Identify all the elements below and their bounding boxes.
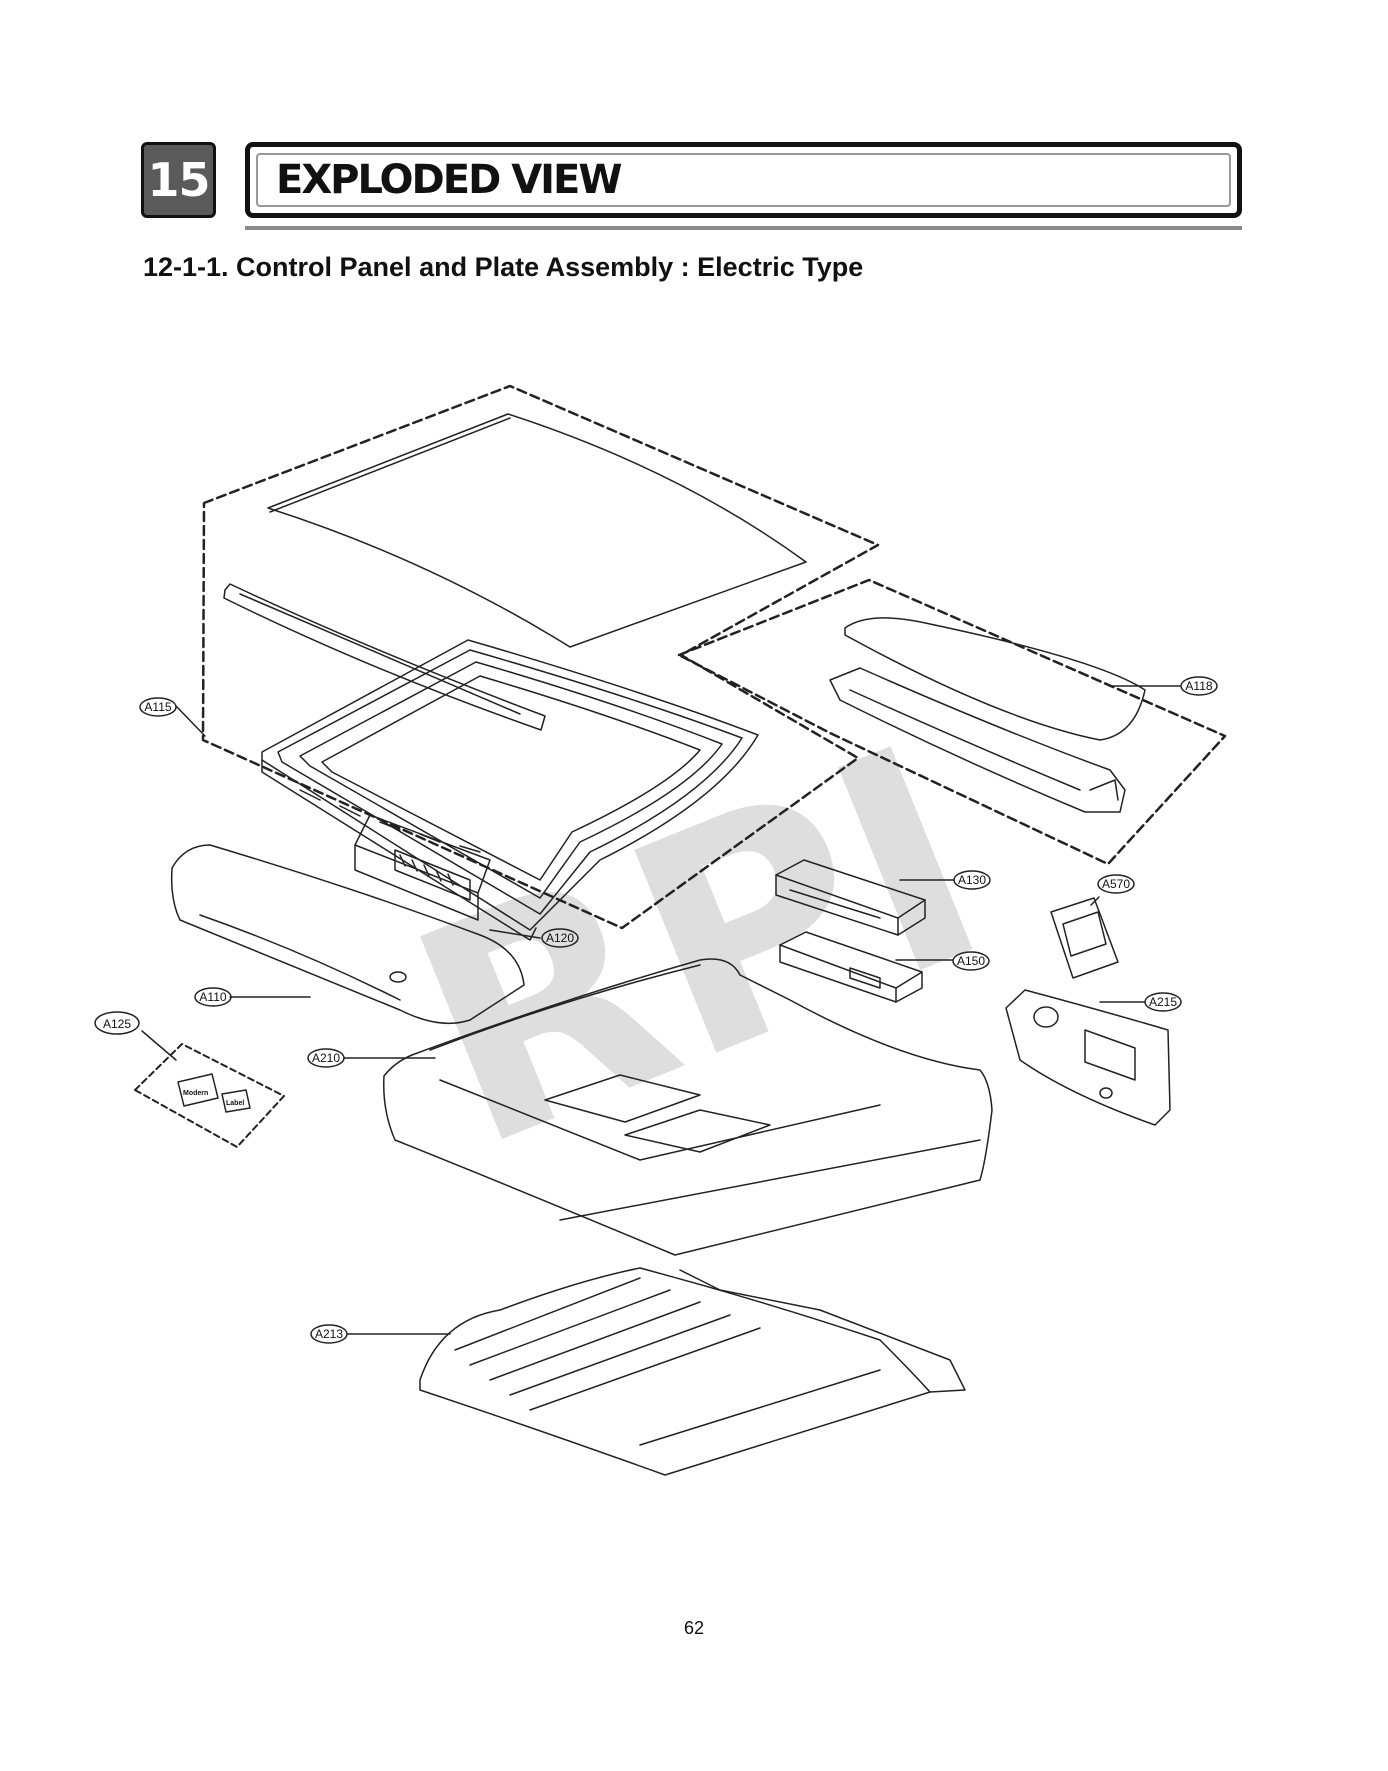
svg-text:A150: A150 <box>957 954 985 968</box>
title-underline <box>245 226 1242 230</box>
lid-handle-part <box>223 583 546 731</box>
svg-text:A118: A118 <box>1185 679 1212 693</box>
svg-text:A213: A213 <box>315 1327 343 1341</box>
a130-housing-part <box>775 859 926 936</box>
pcb-assembly-part <box>354 814 491 921</box>
a215-bracket-part <box>1005 989 1171 1126</box>
plate-assembly-part <box>382 958 993 1256</box>
svg-text:A125: A125 <box>103 1017 131 1031</box>
a570-plate-part <box>1050 897 1119 979</box>
title-box: EXPLODED VIEW <box>245 142 1242 218</box>
callout-a130: A130 <box>953 870 991 890</box>
watermark: RPI <box>372 681 1024 1215</box>
a125-label-group: Modern Label <box>134 1043 285 1148</box>
svg-text:A130: A130 <box>958 873 986 887</box>
callout-a115: A115 <box>139 697 177 717</box>
section-header: 15 EXPLODED VIEW <box>141 142 1242 232</box>
svg-text:A215: A215 <box>1149 995 1177 1009</box>
title-inner-frame <box>256 153 1231 207</box>
rear-cover-part <box>829 617 1146 813</box>
callout-a110: A110 <box>194 987 232 1007</box>
svg-text:A210: A210 <box>312 1051 340 1065</box>
svg-text:A570: A570 <box>1102 877 1130 891</box>
a115-group-boundary <box>201 384 880 930</box>
control-panel-part <box>170 844 525 1025</box>
label-modern: Modern <box>183 1090 208 1097</box>
a118-group-boundary <box>677 578 1227 866</box>
callout-a215: A215 <box>1144 992 1182 1012</box>
section-number: 15 <box>147 153 210 207</box>
callout-a118: A118 <box>1180 676 1218 696</box>
lid-frame-part <box>261 639 759 941</box>
section-subtitle: 12-1-1. Control Panel and Plate Assembly… <box>143 252 864 282</box>
page-title: EXPLODED VIEW <box>276 157 622 203</box>
svg-text:A120: A120 <box>546 931 574 945</box>
page-number: 62 <box>683 1618 705 1638</box>
bottom-plate-part <box>419 1267 966 1476</box>
top-glass-part <box>267 413 807 648</box>
callout-a570: A570 <box>1097 874 1135 894</box>
callout-a120: A120 <box>541 928 579 948</box>
callout-a150: A150 <box>952 951 990 971</box>
label-label: Label <box>226 1100 244 1107</box>
svg-text:A110: A110 <box>199 990 226 1004</box>
section-number-box: 15 <box>141 142 216 218</box>
svg-text:A115: A115 <box>144 700 171 714</box>
callout-a125: A125 <box>94 1011 140 1035</box>
callout-a213: A213 <box>310 1324 348 1344</box>
a150-bracket-part <box>779 931 923 1003</box>
callout-a210: A210 <box>307 1048 345 1068</box>
